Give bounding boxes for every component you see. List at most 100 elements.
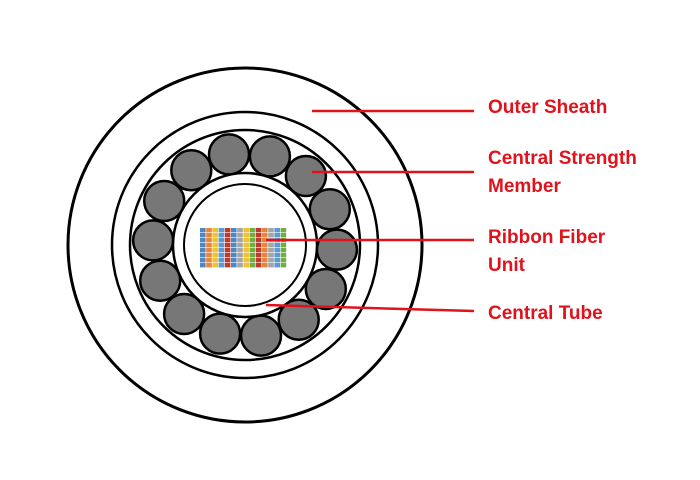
ribbon-fiber-icon — [218, 243, 225, 248]
ribbon-fiber-icon — [255, 238, 262, 243]
ribbon-fiber-icon — [206, 263, 212, 268]
ribbon-fiber-icon — [249, 248, 256, 253]
strength-member-icon — [315, 228, 359, 271]
ribbon-fiber-icon — [262, 233, 268, 238]
ribbon-fiber-icon — [237, 238, 243, 243]
ribbon-fiber-icon — [262, 248, 268, 253]
ribbon-fiber-icon — [224, 263, 231, 268]
ribbon-fiber-icon — [200, 258, 206, 263]
ribbon-fiber-icon — [243, 238, 249, 243]
label-central-tube: Central Tube — [488, 300, 603, 328]
ribbon-fiber-icon — [206, 233, 212, 238]
ribbon-fiber-icon — [200, 263, 206, 268]
ribbon-fiber-icon — [231, 238, 237, 243]
ribbon-fiber-icon — [262, 253, 268, 258]
ribbon-fiber-icon — [231, 253, 237, 258]
strength-member-icon — [248, 135, 292, 178]
ribbon-fiber-icon — [212, 228, 218, 233]
ribbon-fiber-icon — [218, 233, 225, 238]
ribbon-fiber-icon — [200, 253, 206, 258]
ribbon-fiber-icon — [274, 233, 280, 238]
strength-member-icon — [138, 259, 182, 302]
ribbon-fiber-icon — [255, 228, 262, 233]
strength-member-icon — [277, 298, 320, 341]
ribbon-fiber-icon — [268, 258, 274, 263]
ribbon-fiber-icon — [206, 258, 212, 263]
ribbon-fiber-icon — [237, 253, 243, 258]
ribbon-fiber-icon — [206, 253, 212, 258]
strength-member-icon — [308, 188, 352, 231]
ribbon-fiber-icon — [280, 248, 287, 253]
ribbon-fiber-icon — [274, 248, 280, 253]
label-outer-sheath: Outer Sheath — [488, 94, 607, 122]
ribbon-fiber-icon — [280, 243, 287, 248]
strength-member-icon — [284, 154, 328, 198]
strength-member-icon — [304, 267, 348, 311]
leader-line — [265, 303, 475, 313]
ribbon-fiber-icon — [255, 258, 262, 263]
ribbon-fiber-icon — [218, 228, 225, 233]
ribbon-fiber-icon — [212, 253, 218, 258]
label-strength-line1: Central Strength — [488, 148, 637, 169]
ribbon-fiber-icon — [280, 253, 287, 258]
ribbon-fiber-icon — [280, 263, 287, 268]
ribbon-fiber-icon — [224, 243, 231, 248]
ribbon-fiber-icon — [249, 233, 256, 238]
label-ribbon-line2: Unit — [488, 255, 525, 276]
ribbon-fiber-icon — [249, 238, 256, 243]
ribbon-fiber-icon — [212, 243, 218, 248]
ribbon-fiber-icon — [243, 248, 249, 253]
ribbon-fiber-icon — [237, 248, 243, 253]
ribbon-fiber-icon — [249, 228, 256, 233]
strength-member-icon — [142, 179, 186, 223]
ribbon-fiber-icon — [200, 243, 206, 248]
label-ribbon-line1: Ribbon Fiber — [488, 227, 606, 248]
ribbon-fiber-icon — [243, 253, 249, 258]
ribbon-fiber-icon — [200, 238, 206, 243]
ribbon-fiber-icon — [280, 228, 287, 233]
ribbon-fiber-icon — [249, 258, 256, 263]
ribbon-fiber-icon — [237, 263, 243, 268]
ribbon-fiber-icon — [224, 233, 231, 238]
ribbon-fiber-icon — [218, 253, 225, 258]
ribbon-fiber-icon — [218, 248, 225, 253]
ribbon-fiber-icon — [255, 243, 262, 248]
ribbon-fiber-icon — [212, 233, 218, 238]
ribbon-fiber-icon — [262, 238, 268, 243]
ribbon-fiber-icon — [262, 258, 268, 263]
ribbon-fiber-icon — [206, 228, 212, 233]
ribbon-fiber-icon — [212, 238, 218, 243]
ribbon-fiber-icon — [206, 238, 212, 243]
ribbon-fiber-icon — [243, 263, 249, 268]
ribbon-fiber-icon — [268, 228, 274, 233]
ribbon-fiber-icon — [200, 228, 206, 233]
label-central-strength-member: Central Strength Member — [488, 145, 637, 201]
ribbon-fiber-icon — [237, 233, 243, 238]
ribbon-fiber-icon — [231, 243, 237, 248]
ribbon-fiber-icon — [218, 263, 225, 268]
strength-member-icon — [207, 133, 251, 176]
ribbon-fiber-icon — [268, 263, 274, 268]
ribbon-fiber-icon — [255, 248, 262, 253]
ribbon-fiber-icon — [243, 228, 249, 233]
ribbon-fiber-icon — [237, 258, 243, 263]
ribbon-fiber-icon — [224, 253, 231, 258]
ribbon-fiber-icon — [262, 228, 268, 233]
ribbon-fiber-icon — [212, 263, 218, 268]
label-strength-line2: Member — [488, 176, 561, 197]
ribbon-fiber-icon — [237, 243, 243, 248]
ribbon-fiber-icon — [212, 258, 218, 263]
ribbon-fiber-icon — [274, 253, 280, 258]
strength-member-icon — [131, 219, 175, 262]
label-central-tube-text: Central Tube — [488, 303, 603, 324]
ribbon-fiber-icon — [224, 228, 231, 233]
ribbon-fiber-icon — [243, 233, 249, 238]
ribbon-fiber-icon — [218, 258, 225, 263]
ribbon-fiber-icon — [249, 243, 256, 248]
label-ribbon-fiber-unit: Ribbon Fiber Unit — [488, 224, 605, 280]
ribbon-fiber-icon — [231, 248, 237, 253]
ribbon-fiber-icon — [224, 248, 231, 253]
label-outer-sheath-text: Outer Sheath — [488, 97, 608, 118]
ribbon-fiber-icon — [268, 243, 274, 248]
